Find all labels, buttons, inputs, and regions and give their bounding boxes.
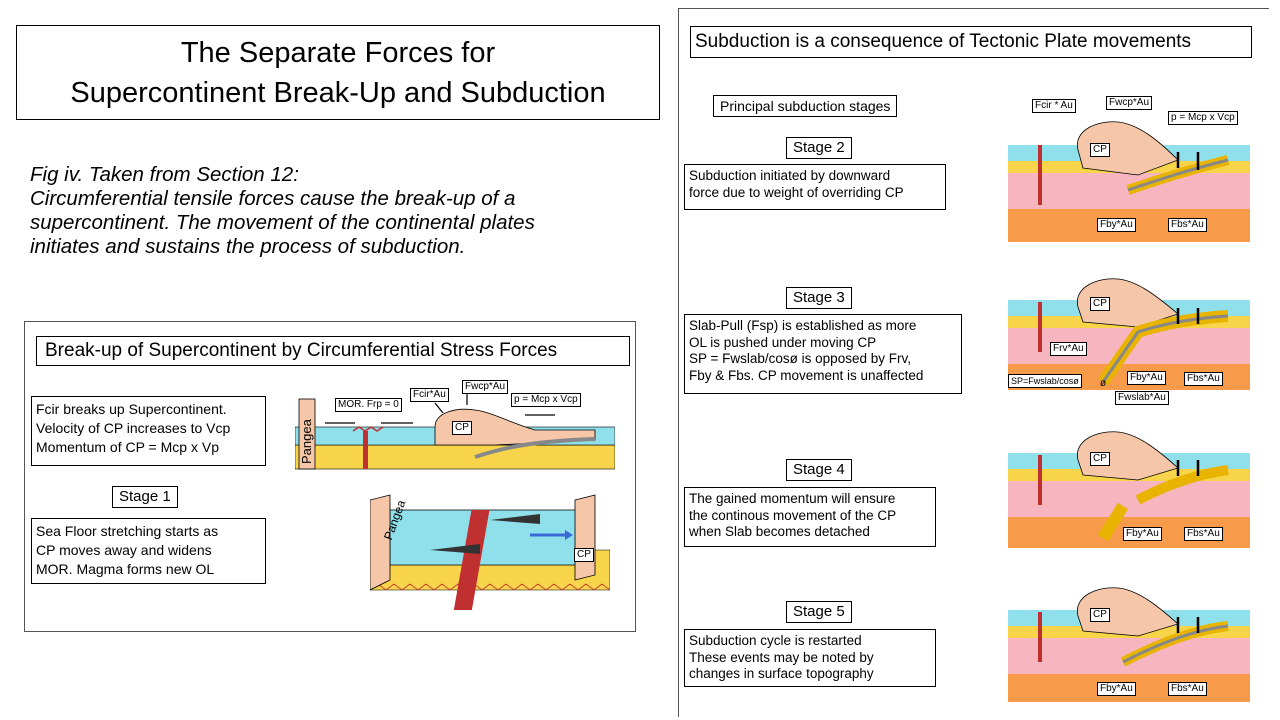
stage-text-line: SP = Fwslab/cosø is opposed by Frv, bbox=[689, 351, 911, 366]
stage-3-label: Stage 3 bbox=[786, 287, 852, 309]
seafloor-text-line: MOR. Magma forms new OL bbox=[36, 561, 215, 577]
mor-label: MOR. Frp = 0 bbox=[335, 398, 402, 412]
stage-5-fby-label: Fby*Au bbox=[1097, 682, 1136, 696]
stage-text-line: Subduction initiated by downward bbox=[689, 168, 891, 183]
stage-4-fbs-label: Fbs*Au bbox=[1184, 527, 1223, 541]
pangea-label: Pangea bbox=[299, 419, 314, 464]
cp-block-label: CP bbox=[574, 548, 594, 562]
seafloor-text-line: Sea Floor stretching starts as bbox=[36, 523, 219, 539]
breakup-text-line: Velocity of CP increases to Vcp bbox=[36, 420, 231, 436]
caption-line-3: supercontinent. The movement of the cont… bbox=[30, 211, 535, 234]
title-box: The Separate Forces for Supercontinent B… bbox=[16, 25, 660, 120]
breakup-text-line: Momentum of CP = Mcp x Vp bbox=[36, 439, 219, 455]
stage-text-line: when Slab becomes detached bbox=[689, 524, 870, 539]
breakup-text-box: Fcir breaks up Supercontinent. Velocity … bbox=[31, 396, 266, 466]
fwcp-label: Fwcp*Au bbox=[462, 380, 509, 394]
seafloor-block-diagram bbox=[370, 494, 610, 610]
breakup-text-line: Fcir breaks up Supercontinent. bbox=[36, 401, 227, 417]
stage-1-label: Stage 1 bbox=[112, 486, 178, 508]
stage-text-line: changes in surface topography bbox=[689, 666, 874, 681]
stage-2-text: Subduction initiated by downward force d… bbox=[684, 164, 946, 210]
stage-2-momentum-label: p = Mcp x Vcp bbox=[1168, 111, 1238, 125]
stage-3-fby-label: Fby*Au bbox=[1127, 371, 1166, 385]
subduction-heading: Subduction is a consequence of Tectonic … bbox=[690, 26, 1252, 58]
stage-5-text: Subduction cycle is restarted These even… bbox=[684, 629, 936, 687]
stage-1-cross-section bbox=[295, 391, 615, 470]
momentum-label: p = Mcp x Vcp bbox=[511, 393, 581, 407]
stage-text-line: OL is pushed under moving CP bbox=[689, 334, 877, 350]
stage-2-fwcp-label: Fwcp*Au bbox=[1106, 96, 1153, 110]
stage-4-fby-label: Fby*Au bbox=[1123, 527, 1162, 541]
title-line-1: The Separate Forces for bbox=[180, 36, 496, 69]
stage-text-line: The gained momentum will ensure bbox=[689, 491, 896, 506]
stage-2-label: Stage 2 bbox=[786, 137, 852, 159]
cp-label: CP bbox=[452, 421, 472, 435]
caption-line-1: Fig iv. Taken from Section 12: bbox=[30, 163, 299, 186]
stage-text-line: force due to weight of overriding CP bbox=[689, 184, 904, 200]
subduction-panel bbox=[678, 8, 1269, 717]
seafloor-text-line: CP moves away and widens bbox=[36, 542, 212, 558]
stage-3-sp-label: SP=Fwslab/cosø bbox=[1008, 374, 1082, 388]
principal-stages-label: Principal subduction stages bbox=[713, 95, 898, 117]
caption-line-2: Circumferential tensile forces cause the… bbox=[30, 187, 516, 210]
stage-3-phi-label: ø bbox=[1100, 378, 1107, 389]
stage-text-line: These events may be noted by bbox=[689, 649, 874, 665]
breakup-heading: Break-up of Supercontinent by Circumfere… bbox=[36, 336, 630, 366]
stage-text-line: Slab-Pull (Fsp) is established as more bbox=[689, 318, 917, 333]
stage-5-fbs-label: Fbs*Au bbox=[1168, 682, 1207, 696]
stage-text-line: the continous movement of the CP bbox=[689, 507, 897, 523]
stage-2-fby-label: Fby*Au bbox=[1097, 218, 1136, 232]
stage-text-line: Fby & Fbs. CP movement is unaffected bbox=[689, 367, 924, 383]
stage-3-fbs-label: Fbs*Au bbox=[1184, 372, 1223, 386]
stage-2-fbs-label: Fbs*Au bbox=[1168, 218, 1207, 232]
stage-4-cp-label: CP bbox=[1090, 452, 1110, 466]
stage-3-cp-label: CP bbox=[1090, 297, 1110, 311]
stage-5-cp-label: CP bbox=[1090, 608, 1110, 622]
seafloor-text-box: Sea Floor stretching starts as CP moves … bbox=[31, 518, 266, 584]
stage-3-fwslab-label: Fwslab*Au bbox=[1115, 391, 1169, 405]
caption-line-4: initiates and sustains the process of su… bbox=[30, 235, 466, 258]
stage-3-text: Slab-Pull (Fsp) is established as more O… bbox=[684, 314, 962, 394]
title-line-2: Supercontinent Break-Up and Subduction bbox=[70, 76, 606, 109]
stage-4-text: The gained momentum will ensure the cont… bbox=[684, 487, 936, 547]
stage-text-line: Subduction cycle is restarted bbox=[689, 633, 862, 648]
stage-5-label: Stage 5 bbox=[786, 601, 852, 623]
stage-2-cp-label: CP bbox=[1090, 143, 1110, 157]
fcir-label: Fcir*Au bbox=[410, 388, 449, 402]
stage-4-label: Stage 4 bbox=[786, 459, 852, 481]
stage-3-frv-label: Frv*Au bbox=[1050, 342, 1087, 356]
stage-2-fcir-label: Fcir * Au bbox=[1032, 99, 1076, 113]
figure-caption: Fig iv. Taken from Section 12: Circumfer… bbox=[30, 163, 640, 259]
